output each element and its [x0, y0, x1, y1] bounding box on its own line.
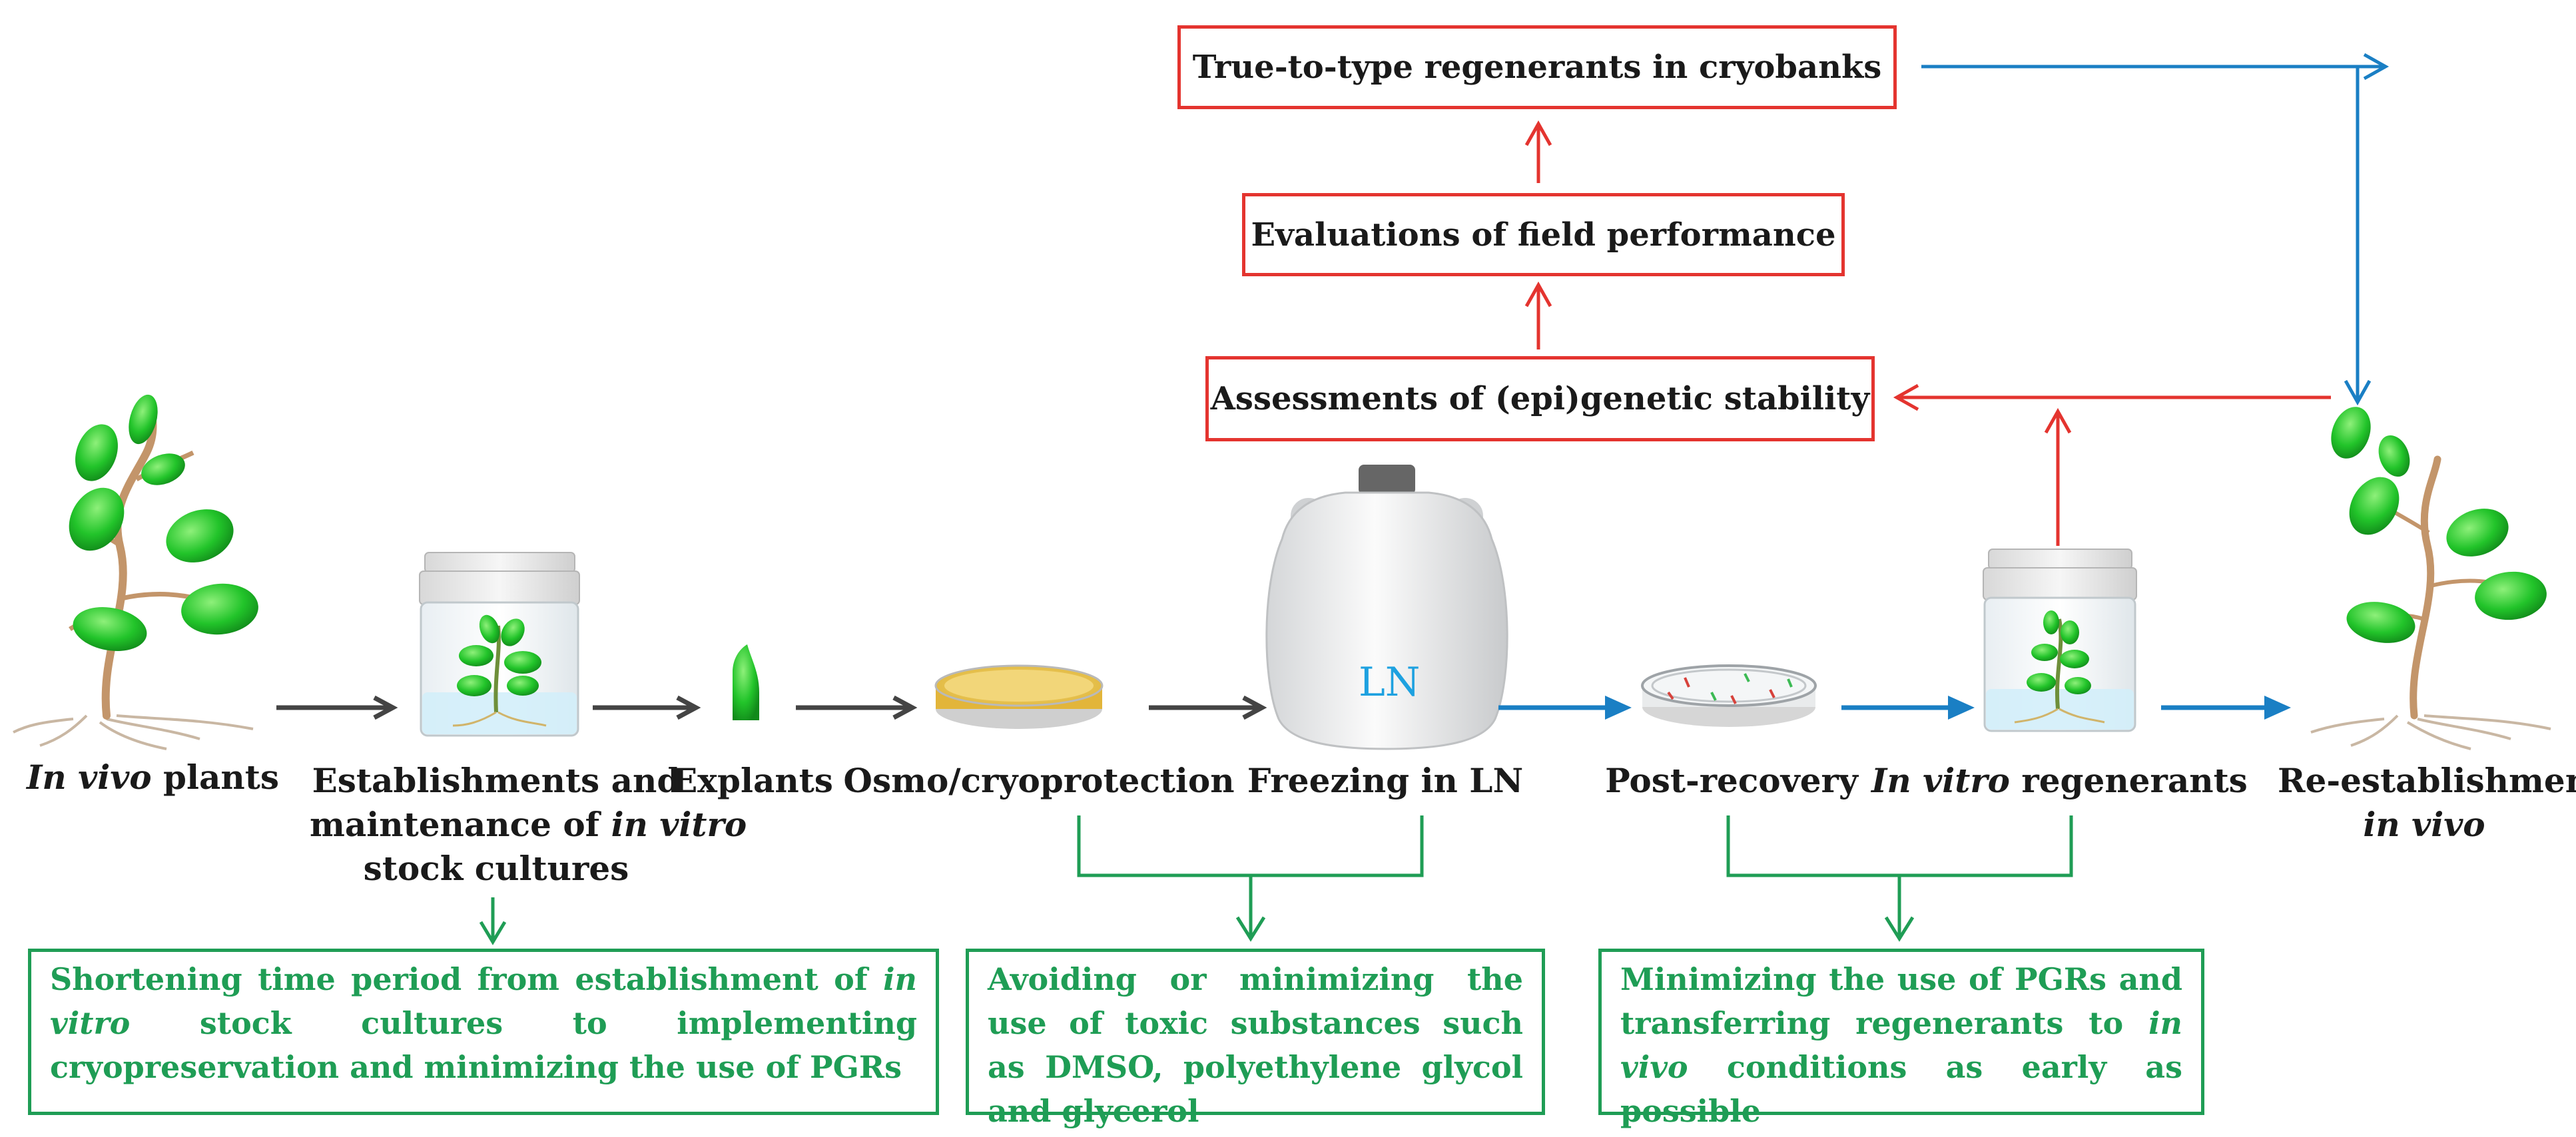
box-text-italic: in vitro: [50, 961, 917, 1041]
in-vivo-plant-right: [2310, 407, 2551, 750]
ln-container-label: LN: [1359, 659, 1421, 706]
label-osmo-cryoprotection: Osmo/cryoprotection: [843, 761, 1235, 800]
label-line2: in vivo: [2278, 803, 2571, 847]
label-freezing-in-ln: Freezing in LN: [1247, 761, 1524, 800]
box-field-performance: Evaluations of field performance: [1242, 193, 1845, 276]
label-rest: plants: [151, 758, 279, 797]
ln-dewar: [1265, 465, 1508, 750]
box-shortening-time: Shortening time period from establishmen…: [28, 949, 939, 1115]
process-arrows: [276, 53, 2390, 945]
explant-shape: [733, 644, 759, 720]
box-epigenetic-stability: Assessments of (epi)genetic stability: [1205, 356, 1875, 441]
green-brackets: [479, 815, 2073, 945]
petri-dish-agar: [934, 664, 1104, 729]
label-line1: Re-establishment: [2278, 761, 2576, 800]
box-avoiding-toxic: Avoiding or minimizing the use of toxic …: [966, 949, 1545, 1129]
box-text: Evaluations of field performance: [1251, 216, 1836, 254]
culture-jar-2: [1983, 549, 2137, 732]
label-explants: Explants: [672, 761, 833, 800]
box-text-post: conditions as early as possible: [1620, 1049, 2182, 1129]
box-text: Avoiding or minimizing the use of toxic …: [988, 961, 1523, 1129]
label-re-establishment: Re-establishment in vivo: [2278, 759, 2576, 847]
label-post-recovery: Post-recovery: [1605, 761, 1858, 800]
label-line1: Establishments and: [312, 761, 681, 800]
label-rest: regenerants: [2009, 761, 2248, 800]
box-text-pre: Shortening time period from establishmen…: [50, 961, 884, 997]
box-minimizing-pgrs: Minimizing the use of PGRs and transferr…: [1598, 949, 2204, 1129]
culture-jar-1: [419, 552, 580, 737]
label-establishment: Establishments and maintenance of in vit…: [310, 759, 747, 891]
box-text-pre: Minimizing the use of PGRs and transferr…: [1620, 961, 2182, 1041]
box-text: True-to-type regenerants in cryobanks: [1192, 49, 1882, 86]
label-line2: maintenance of in vitro: [310, 803, 747, 847]
label-line2-italic: in vitro: [611, 805, 747, 844]
label-line2-pre: maintenance of: [310, 805, 611, 844]
box-text-italic: in vivo: [1620, 1005, 2182, 1085]
box-true-to-type-cryobanks: True-to-type regenerants in cryobanks: [1177, 25, 1897, 109]
label-in-vivo-plants: In vivo plants: [27, 756, 279, 799]
box-text-post: stock cultures to implementing cryoprese…: [50, 1005, 917, 1085]
in-vivo-plant-left: [13, 394, 258, 750]
label-italic: In vivo: [27, 758, 152, 797]
blue-feedback-arrows: [1921, 53, 2390, 406]
label-italic: In vitro: [1871, 761, 2010, 800]
label-line2-italic: in vivo: [2363, 805, 2485, 844]
red-arrows: [1524, 120, 2331, 546]
label-in-vitro-regenerants: In vitro regenerants: [1871, 759, 2248, 803]
box-text: Assessments of (epi)genetic stability: [1210, 380, 1870, 417]
label-line3: stock cultures: [363, 849, 629, 888]
dark-arrows: [276, 695, 1267, 720]
petri-dish-post-recovery: [1641, 664, 1817, 727]
